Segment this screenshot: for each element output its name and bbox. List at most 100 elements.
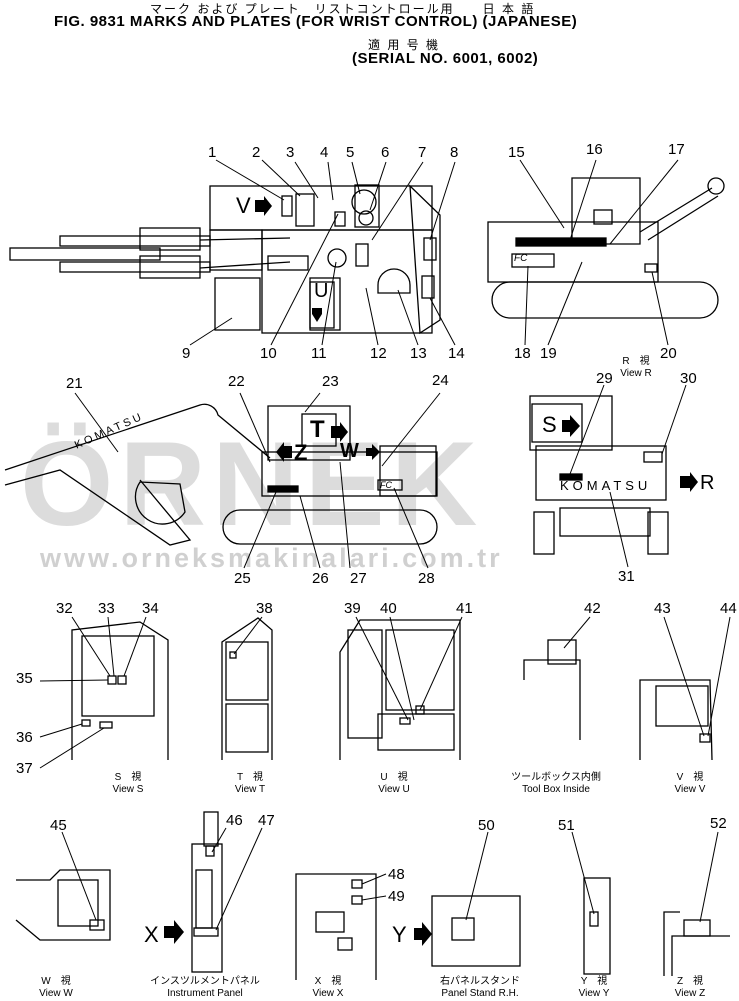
callout-52: 52 — [710, 815, 727, 832]
callout-33: 33 — [98, 600, 115, 617]
top-view-machine — [9, 184, 441, 335]
serial-numbers: (SERIAL NO. 6001, 6002) — [352, 50, 539, 67]
caption-instrument-panel-jp: インスツルメントパネル — [150, 976, 260, 987]
caption-view-z: Z 視 View Z — [650, 976, 730, 1000]
caption-panel-stand-jp: 右パネルスタンド — [440, 976, 520, 987]
callout-28: 28 — [418, 570, 435, 587]
view-v-leaders — [663, 616, 731, 737]
callout-13: 13 — [410, 345, 427, 362]
caption-view-u: U 視 View U — [354, 772, 434, 796]
callout-32: 32 — [56, 600, 73, 617]
caption-view-t-jp: T 視 — [237, 772, 263, 783]
fc-decal-label-side: FC — [380, 480, 392, 490]
callout-43: 43 — [654, 600, 671, 617]
callout-40: 40 — [380, 600, 397, 617]
view-w-drawing — [15, 869, 111, 941]
callout-10: 10 — [260, 345, 277, 362]
callout-36: 36 — [16, 729, 33, 746]
view-marker-x: X — [144, 922, 159, 947]
fc-decal-r — [511, 253, 555, 268]
callout-23: 23 — [322, 373, 339, 390]
callout-12: 12 — [370, 345, 387, 362]
callout-3: 3 — [286, 144, 295, 161]
side-view-machine — [4, 403, 438, 546]
caption-tool-box-jp: ツールボックス内側 — [511, 772, 601, 783]
caption-panel-stand-en: Panel Stand R.H. — [441, 988, 519, 999]
callout-47: 47 — [258, 812, 275, 829]
callout-42: 42 — [584, 600, 601, 617]
rear-view-machine — [529, 395, 669, 555]
caption-view-y: Y 視 View Y — [554, 976, 634, 1000]
caption-instrument-panel-en: Instrument Panel — [167, 988, 243, 999]
callout-25: 25 — [234, 570, 251, 587]
view-u-drawing — [339, 619, 461, 760]
caption-tool-box-en: Tool Box Inside — [522, 784, 590, 795]
panel-stand-drawing — [431, 895, 521, 967]
view-u-leaders — [355, 616, 463, 721]
callout-19: 19 — [540, 345, 557, 362]
callout-20: 20 — [660, 345, 677, 362]
caption-view-z-en: View Z — [674, 988, 706, 999]
caption-view-y-jp: Y 視 — [580, 976, 608, 987]
caption-view-v: V 視 View V — [650, 772, 730, 796]
caption-view-w-en: View W — [39, 988, 73, 999]
view-marker-r: R — [700, 472, 715, 494]
view-marker-z: Z — [294, 440, 308, 465]
callout-37: 37 — [16, 760, 33, 777]
view-marker-y: Y — [392, 922, 407, 947]
caption-view-x: X 視 View X — [288, 976, 368, 1000]
callout-24: 24 — [432, 372, 449, 389]
callout-22: 22 — [228, 373, 245, 390]
callout-1: 1 — [208, 144, 217, 161]
caption-view-u-en: View U — [378, 784, 410, 795]
callout-14: 14 — [448, 345, 465, 362]
view-marker-w: W — [340, 440, 359, 462]
caption-view-s-en: View S — [112, 784, 144, 795]
view-x-drawing — [295, 873, 377, 980]
caption-view-r-en: View R — [620, 368, 652, 379]
view-marker-u: U — [314, 280, 329, 302]
serial-japanese: 適 用 号 機 — [368, 38, 441, 52]
caption-instrument-panel: インスツルメントパネル Instrument Panel — [140, 976, 270, 1000]
caption-view-v-jp: V 視 — [676, 772, 704, 783]
caption-tool-box: ツールボックス内側 Tool Box Inside — [496, 772, 616, 796]
callout-51: 51 — [558, 817, 575, 834]
instrument-panel-drawing — [191, 811, 223, 973]
view-y-drawing — [583, 877, 611, 975]
view-r-machine — [487, 177, 725, 319]
komatsu-decal-rear: KOMATSU — [560, 478, 652, 493]
caption-view-w: W 視 View W — [16, 976, 96, 1000]
callout-41: 41 — [456, 600, 473, 617]
caption-view-r: R 視 View R — [596, 356, 676, 380]
callout-17: 17 — [668, 141, 685, 158]
view-marker-v: V — [236, 193, 251, 218]
callout-39: 39 — [344, 600, 361, 617]
view-marker-s: S — [542, 412, 557, 437]
caption-panel-stand: 右パネルスタンド Panel Stand R.H. — [420, 976, 540, 1000]
callout-45: 45 — [50, 817, 67, 834]
callout-21: 21 — [66, 375, 83, 392]
callout-27: 27 — [350, 570, 367, 587]
top-view-leaders — [189, 159, 456, 346]
callout-9: 9 — [182, 345, 191, 362]
caption-view-t-en: View T — [234, 784, 266, 795]
callout-49: 49 — [388, 888, 405, 905]
callout-4: 4 — [320, 144, 329, 161]
callout-35: 35 — [16, 670, 33, 687]
callout-46: 46 — [226, 812, 243, 829]
figure-title: FIG. 9831 MARKS AND PLATES (FOR WRIST CO… — [54, 13, 578, 30]
callout-50: 50 — [478, 817, 495, 834]
watermark-url: www.orneksmakinalari.com.tr — [40, 543, 503, 573]
callout-29: 29 — [596, 370, 613, 387]
view-x-leaders — [361, 873, 387, 901]
side-view-leaders — [74, 392, 441, 569]
caption-view-v-en: View V — [674, 784, 706, 795]
view-s-leaders — [39, 616, 147, 769]
caption-view-s-jp: S 視 — [114, 772, 142, 783]
callout-8: 8 — [450, 144, 459, 161]
tool-box-drawing — [523, 639, 581, 740]
view-arrows — [164, 196, 698, 946]
callout-5: 5 — [346, 144, 355, 161]
caption-view-s: S 視 View S — [88, 772, 168, 796]
